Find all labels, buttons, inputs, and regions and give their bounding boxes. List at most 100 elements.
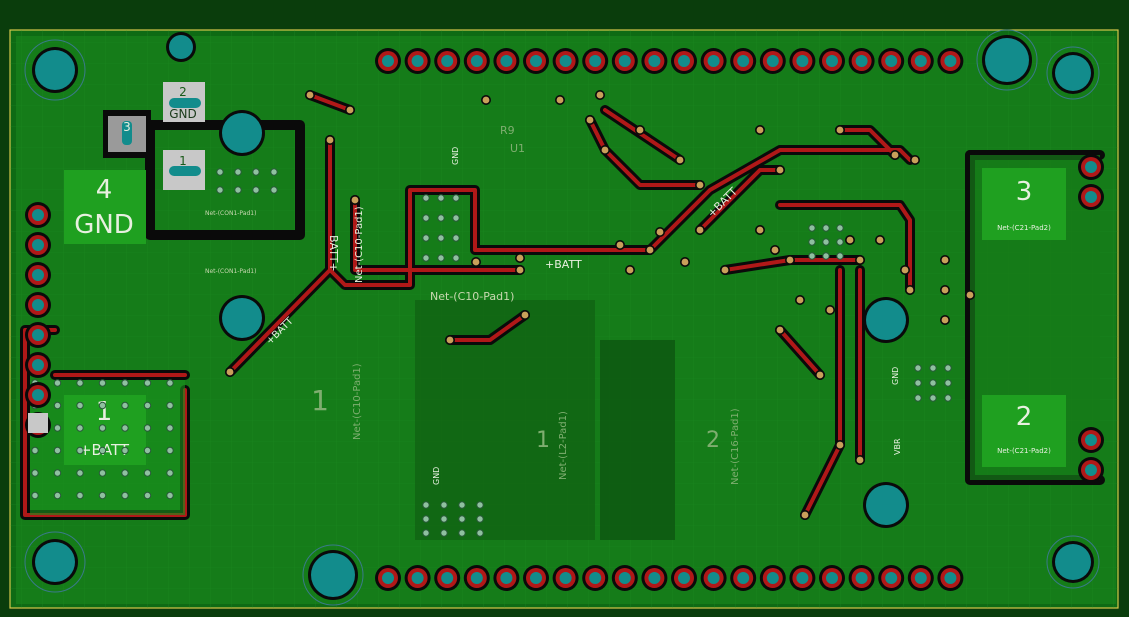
header-pin-hole bbox=[382, 572, 394, 584]
ref-label: U1 bbox=[510, 142, 525, 155]
thermal-via bbox=[944, 379, 952, 387]
thermal-via bbox=[422, 254, 430, 262]
via bbox=[446, 336, 454, 344]
pin-1-label: 1 bbox=[179, 154, 187, 168]
thermal-via bbox=[121, 401, 129, 410]
via bbox=[676, 156, 684, 164]
thermal-via bbox=[836, 252, 844, 260]
via bbox=[876, 236, 884, 244]
pad-3[interactable]: 3 Net-(C21-Pad2) bbox=[982, 168, 1066, 240]
net-label: Net-(CON1-Pad1) bbox=[205, 210, 256, 217]
thermal-via bbox=[422, 214, 430, 222]
mounting-hole[interactable] bbox=[311, 553, 355, 597]
header-pin-hole bbox=[678, 572, 690, 584]
via bbox=[521, 311, 529, 319]
thermal-via bbox=[98, 424, 107, 432]
via bbox=[846, 236, 854, 244]
thermal-via bbox=[53, 424, 62, 432]
header-pin-hole bbox=[885, 55, 898, 67]
via bbox=[326, 136, 334, 144]
thermal-via bbox=[476, 529, 484, 537]
connector-pin-3[interactable]: 3 bbox=[103, 110, 151, 158]
mounting-hole[interactable] bbox=[169, 35, 193, 59]
header-pin-hole bbox=[500, 572, 513, 584]
header-pin-hole bbox=[796, 572, 809, 584]
thermal-via bbox=[452, 254, 460, 262]
pad-4-gnd[interactable]: 4 GND bbox=[64, 170, 146, 244]
thermal-via bbox=[76, 446, 84, 455]
thermal-via bbox=[53, 401, 62, 410]
thermal-via bbox=[808, 252, 816, 260]
connector-pin-2[interactable]: 2 GND bbox=[163, 82, 205, 122]
header-pin-hole bbox=[737, 55, 750, 67]
via bbox=[516, 254, 524, 262]
header-square-pad[interactable] bbox=[28, 413, 48, 433]
thermal-via bbox=[53, 491, 62, 500]
mounting-hole[interactable] bbox=[222, 298, 262, 338]
silk-number: 1 bbox=[536, 428, 550, 453]
mounting-hole[interactable] bbox=[35, 50, 75, 90]
header-pin-hole bbox=[1085, 464, 1097, 476]
keepout-region bbox=[600, 340, 675, 540]
thermal-via bbox=[76, 424, 84, 432]
thermal-via bbox=[914, 394, 922, 402]
thermal-via bbox=[929, 379, 937, 387]
thermal-via bbox=[76, 401, 84, 410]
thermal-via bbox=[166, 401, 174, 410]
header-pin-hole bbox=[855, 572, 868, 584]
header-pin-hole bbox=[32, 239, 44, 251]
pad-4-number: 4 bbox=[96, 175, 113, 205]
net-label: Net-(C10-Pad1) bbox=[354, 206, 365, 283]
via bbox=[696, 181, 704, 189]
mounting-hole[interactable] bbox=[866, 485, 906, 525]
via bbox=[941, 286, 949, 294]
mounting-hole[interactable] bbox=[35, 542, 75, 582]
hole-keepout bbox=[302, 544, 364, 606]
via bbox=[346, 106, 354, 114]
thermal-via bbox=[143, 469, 152, 477]
thermal-via bbox=[31, 491, 39, 500]
thermal-via bbox=[121, 469, 129, 477]
mounting-hole[interactable] bbox=[1055, 544, 1091, 580]
via bbox=[966, 291, 974, 299]
via bbox=[656, 228, 664, 236]
hole-keepout bbox=[976, 29, 1038, 91]
thermal-via bbox=[166, 491, 174, 500]
header-pin-hole bbox=[530, 572, 542, 584]
thermal-via bbox=[76, 379, 84, 387]
thermal-via bbox=[822, 224, 830, 232]
thermal-via bbox=[422, 234, 430, 242]
thermal-via bbox=[76, 491, 84, 500]
connector-pin-1[interactable]: 1 bbox=[163, 150, 205, 190]
mounting-hole[interactable] bbox=[985, 38, 1029, 82]
thermal-via bbox=[216, 168, 224, 176]
mounting-hole[interactable] bbox=[866, 300, 906, 340]
net-label: VBR bbox=[893, 438, 902, 455]
pad-2[interactable]: 2 Net-(C21-Pad2) bbox=[982, 395, 1066, 467]
thermal-via bbox=[234, 168, 242, 176]
header-pin-hole bbox=[559, 55, 572, 67]
via bbox=[596, 91, 604, 99]
pin-3-label: 3 bbox=[123, 120, 131, 134]
via bbox=[901, 266, 909, 274]
thermal-via bbox=[31, 469, 39, 477]
thermal-via bbox=[98, 401, 107, 410]
via bbox=[681, 258, 689, 266]
via bbox=[911, 156, 919, 164]
pad-4-name: GND bbox=[74, 210, 134, 240]
thermal-via bbox=[121, 424, 129, 432]
header-pin-hole bbox=[648, 55, 661, 67]
pad-1-number: 1 bbox=[96, 397, 113, 427]
header-pin-hole bbox=[589, 55, 602, 67]
mounting-hole[interactable] bbox=[222, 113, 262, 153]
net-label: Net-(C10-Pad1) bbox=[352, 363, 363, 440]
net-label: GND bbox=[432, 467, 441, 485]
via bbox=[816, 371, 824, 379]
pin-2-name: GND bbox=[169, 107, 197, 121]
vias bbox=[225, 90, 975, 520]
header-pin-hole bbox=[855, 55, 868, 67]
header-pin-hole bbox=[589, 572, 602, 584]
mounting-hole[interactable] bbox=[1055, 55, 1091, 91]
thermal-via bbox=[822, 238, 830, 246]
